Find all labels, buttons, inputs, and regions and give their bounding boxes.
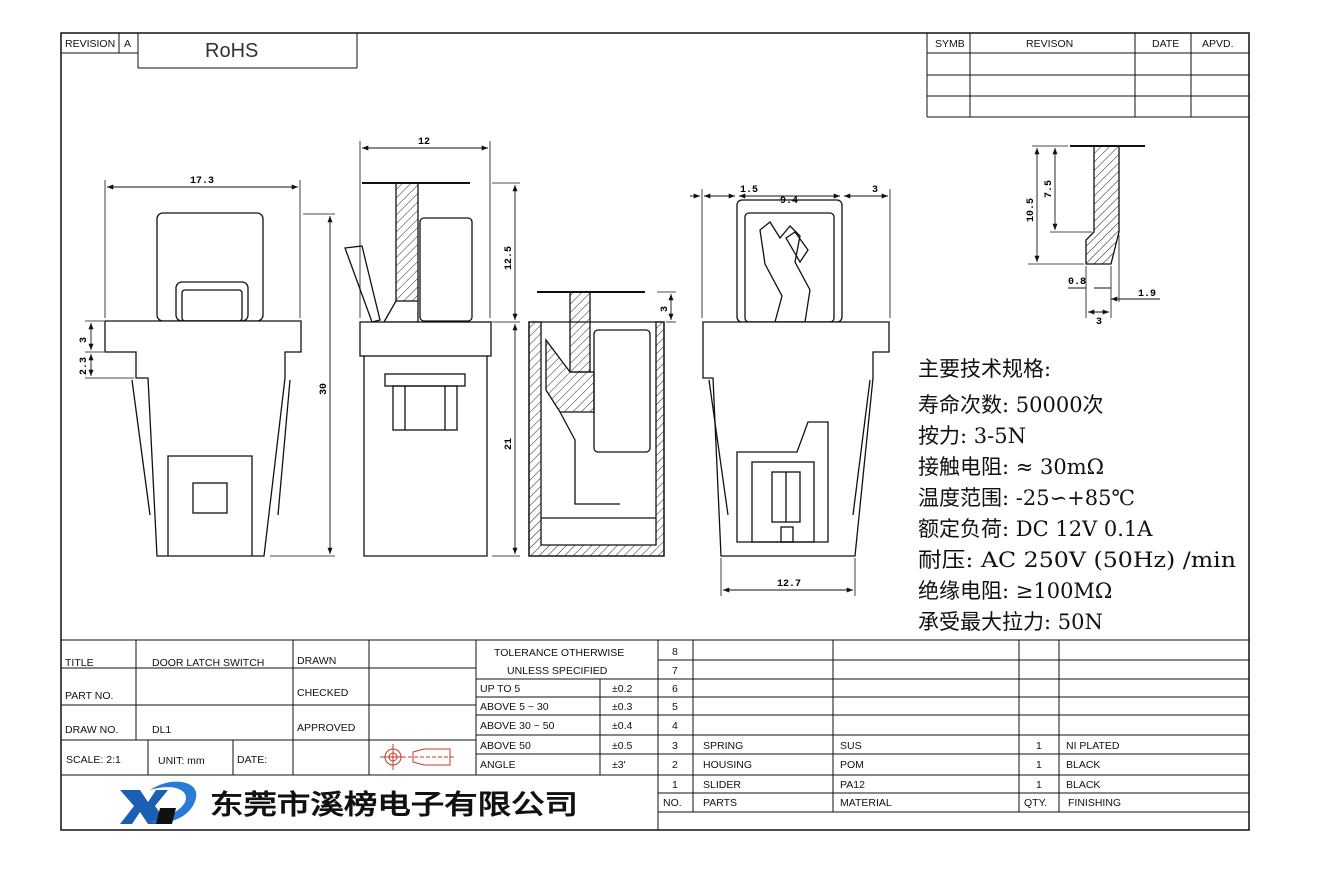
rohs-mark: RoHS	[205, 40, 258, 62]
dim-10-5: 10.5	[1026, 198, 1037, 222]
spec-line: 额定负荷: DC 12V 0.1A	[918, 517, 1153, 541]
rev-symb-header: SYMB	[935, 38, 965, 50]
tolerance-header-1: TOLERANCE OTHERWISE	[494, 647, 624, 659]
bom-row-number: 4	[672, 720, 678, 732]
unit-label: UNIT: mm	[158, 755, 205, 767]
revision-label: REVISION	[65, 38, 115, 50]
rev-date-header: DATE	[1152, 38, 1179, 50]
bom-no: 2	[672, 759, 678, 771]
side-view	[344, 141, 520, 557]
tolerance-value: ±0.3	[612, 701, 633, 713]
bom-material: SUS	[840, 740, 862, 752]
revision-value: A	[124, 38, 131, 50]
section-view	[528, 291, 676, 557]
draw-no-label: DRAW NO.	[65, 724, 118, 736]
bom-row-number: 8	[672, 646, 678, 658]
dim-1-9: 1.9	[1138, 289, 1156, 300]
tolerance-range: UP TO 5	[480, 683, 520, 695]
part-no-label: PART NO.	[65, 690, 113, 702]
drawn-label: DRAWN	[297, 655, 336, 667]
draw-no-value: DL1	[152, 724, 171, 736]
title-block-grid	[61, 639, 1249, 830]
bom-finishing: BLACK	[1066, 779, 1100, 791]
bom-no: 1	[672, 779, 678, 791]
bom-qty: 1	[1036, 759, 1042, 771]
dim-12: 12	[418, 137, 430, 148]
company-name: 东莞市溪榜电子有限公司	[210, 789, 578, 821]
spec-heading: 主要技术规格:	[918, 357, 1051, 381]
spec-line: 耐压: AC 250V (50Hz) /min	[918, 548, 1236, 572]
dim-12-5: 12.5	[504, 246, 515, 270]
dim-3-back: 3	[872, 185, 878, 196]
rev-revision-header: REVISON	[1026, 38, 1073, 50]
date-label: DATE:	[237, 754, 267, 766]
revision-header: REVISION A RoHS	[61, 33, 358, 69]
bom-header-material: MATERIAL	[840, 797, 892, 809]
bom-part: SPRING	[703, 740, 743, 752]
spec-line: 接触电阻: ≈ 30mΩ	[918, 455, 1104, 479]
dim-1-5: 1.5	[740, 185, 758, 196]
checked-label: CHECKED	[297, 687, 349, 699]
bom-qty: 1	[1036, 779, 1042, 791]
bom-material: POM	[840, 759, 864, 771]
tolerance-range: ANGLE	[480, 759, 516, 771]
tolerance-value: ±0.5	[612, 740, 633, 752]
tolerance-value: ±0.4	[612, 720, 633, 732]
specifications: 主要技术规格: 寿命次数: 50000次 按力: 3-5N 接触电阻: ≈ 30…	[918, 357, 1236, 634]
bom-part: SLIDER	[703, 779, 741, 791]
bom-material: PA12	[840, 779, 865, 791]
bom-header-parts: PARTS	[703, 797, 737, 809]
tolerance-value: ±0.2	[612, 683, 633, 695]
bom-finishing: BLACK	[1066, 759, 1100, 771]
spec-line: 按力: 3-5N	[918, 424, 1026, 448]
detail-view	[1028, 145, 1160, 318]
drawing-border	[60, 32, 1250, 831]
bom-qty: 1	[1036, 740, 1042, 752]
dim-21: 21	[504, 438, 515, 450]
bom-row-number: 7	[672, 665, 678, 677]
front-view	[85, 180, 335, 557]
tolerance-range: ABOVE 50	[480, 740, 531, 752]
bom-header-qty: QTY.	[1024, 797, 1047, 809]
dim-30: 30	[319, 383, 330, 395]
title-block-text: TITLE DOOR LATCH SWITCH DRAWN PART NO. C…	[65, 646, 1121, 824]
spec-line: 绝缘电阻: ≥100MΩ	[918, 579, 1112, 603]
dim-3-left: 3	[79, 337, 90, 343]
rev-apvd-header: APVD.	[1202, 38, 1234, 50]
dim-17-3: 17.3	[190, 176, 214, 187]
scale-label: SCALE: 2:1	[66, 754, 121, 766]
bom-part: HOUSING	[703, 759, 752, 771]
bom-finishing: NI PLATED	[1066, 740, 1120, 752]
bom-header-no: NO.	[663, 797, 682, 809]
tolerance-range: ABOVE 5 ~ 30	[480, 701, 549, 713]
bom-row-number: 5	[672, 701, 678, 713]
projection-symbol	[380, 744, 456, 770]
dim-3-detail: 3	[1096, 317, 1102, 328]
spec-line: 温度范围: -25∽+85℃	[918, 486, 1135, 510]
company-logo	[120, 781, 197, 824]
dim-2-3: 2.3	[79, 357, 90, 375]
dim-3-section: 3	[660, 306, 671, 312]
dim-12-7: 12.7	[777, 579, 801, 590]
tolerance-value: ±3'	[612, 759, 626, 771]
dim-9-4: 9.4	[780, 196, 798, 207]
title-value: DOOR LATCH SWITCH	[152, 657, 264, 669]
bom-row-number: 6	[672, 683, 678, 695]
title-label: TITLE	[65, 657, 94, 669]
bom-header-finishing: FINISHING	[1068, 797, 1121, 809]
spec-line: 承受最大拉力: 50N	[918, 610, 1103, 634]
dim-7-5: 7.5	[1044, 180, 1055, 198]
tolerance-range: ABOVE 30 ~ 50	[480, 720, 555, 732]
revision-table: SYMB REVISON DATE APVD.	[926, 33, 1249, 118]
spec-line: 寿命次数: 50000次	[918, 393, 1104, 417]
back-view	[690, 189, 891, 596]
bom-no: 3	[672, 740, 678, 752]
approved-label: APPROVED	[297, 722, 356, 734]
tolerance-header-2: UNLESS SPECIFIED	[507, 665, 608, 677]
dim-0-8: 0.8	[1068, 277, 1086, 288]
